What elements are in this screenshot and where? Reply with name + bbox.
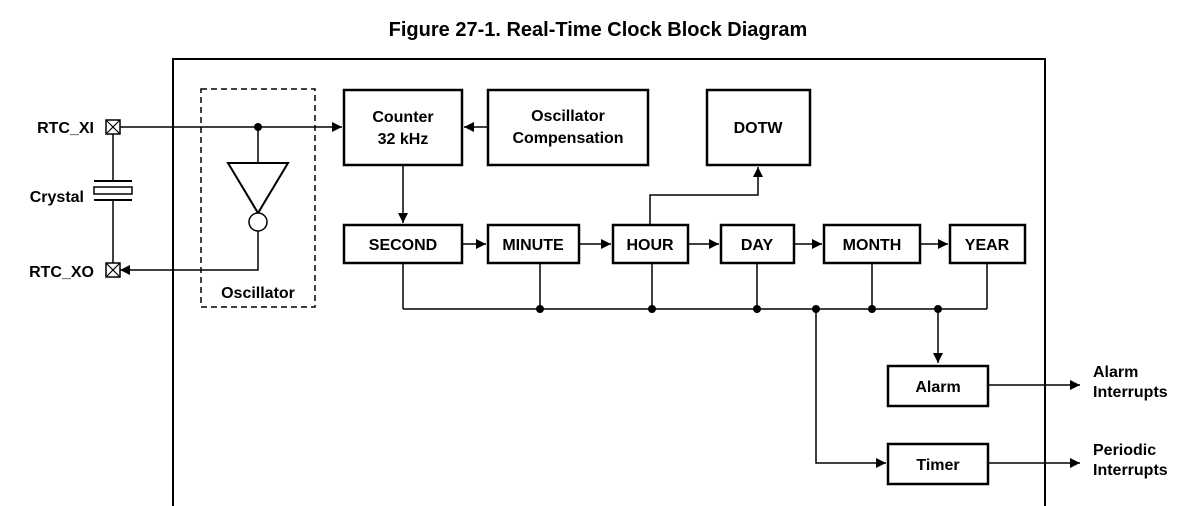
month-label: MONTH (843, 237, 902, 254)
minute-label: MINUTE (502, 237, 564, 254)
alarm-block (886, 364, 990, 408)
inverter-triangle (226, 162, 290, 215)
day-label: DAY (741, 237, 774, 254)
osc-comp-label-line1: Oscillator (531, 108, 605, 125)
oscillator-region (200, 88, 316, 308)
alarm-interrupts-label-line1: Alarm (1093, 364, 1138, 381)
periodic-interrupts-label-line2: Interrupts (1093, 462, 1168, 479)
day-block (719, 223, 796, 265)
pin-rtc-xi-icon (105, 119, 121, 135)
counter-freq-label: 32 kHz (378, 131, 429, 148)
pin-label-rtc-xo: RTC_XO (29, 264, 94, 281)
periodic-interrupts-label-line1: Periodic (1093, 442, 1156, 459)
counter-label: Counter (372, 109, 433, 126)
oscillator-label: Oscillator (221, 285, 295, 302)
osc-comp-label-line2: Compensation (512, 130, 623, 147)
crystal-icon (93, 134, 133, 263)
hour-label: HOUR (626, 237, 674, 254)
timer-block (886, 442, 990, 486)
pin-rtc-xo-icon (105, 262, 121, 278)
junction-dot (254, 123, 262, 131)
bus-junction-dots (536, 305, 942, 313)
timer-label: Timer (916, 457, 959, 474)
rtc-module-outline (172, 58, 1046, 506)
oscillator-compensation-block (486, 88, 650, 167)
second-block (342, 223, 464, 265)
oscillator-wiring (120, 122, 342, 275)
second-label: SECOND (369, 237, 437, 254)
minute-block (486, 223, 581, 265)
alarm-label: Alarm (915, 379, 960, 396)
hour-to-dotw-arrow (649, 167, 763, 225)
register-bus (402, 263, 988, 468)
figure-title: Figure 27-1. Real-Time Clock Block Diagr… (389, 19, 808, 41)
inverter-bubble (248, 212, 268, 232)
year-label: YEAR (965, 237, 1010, 254)
pin-label-rtc-xi: RTC_XI (37, 120, 94, 137)
dotw-label: DOTW (734, 120, 784, 137)
counter-32khz-block (342, 88, 464, 167)
crystal-label: Crystal (30, 189, 84, 206)
dotw-block (705, 88, 812, 167)
alarm-interrupts-label-line2: Interrupts (1093, 384, 1168, 401)
year-block (948, 223, 1027, 265)
